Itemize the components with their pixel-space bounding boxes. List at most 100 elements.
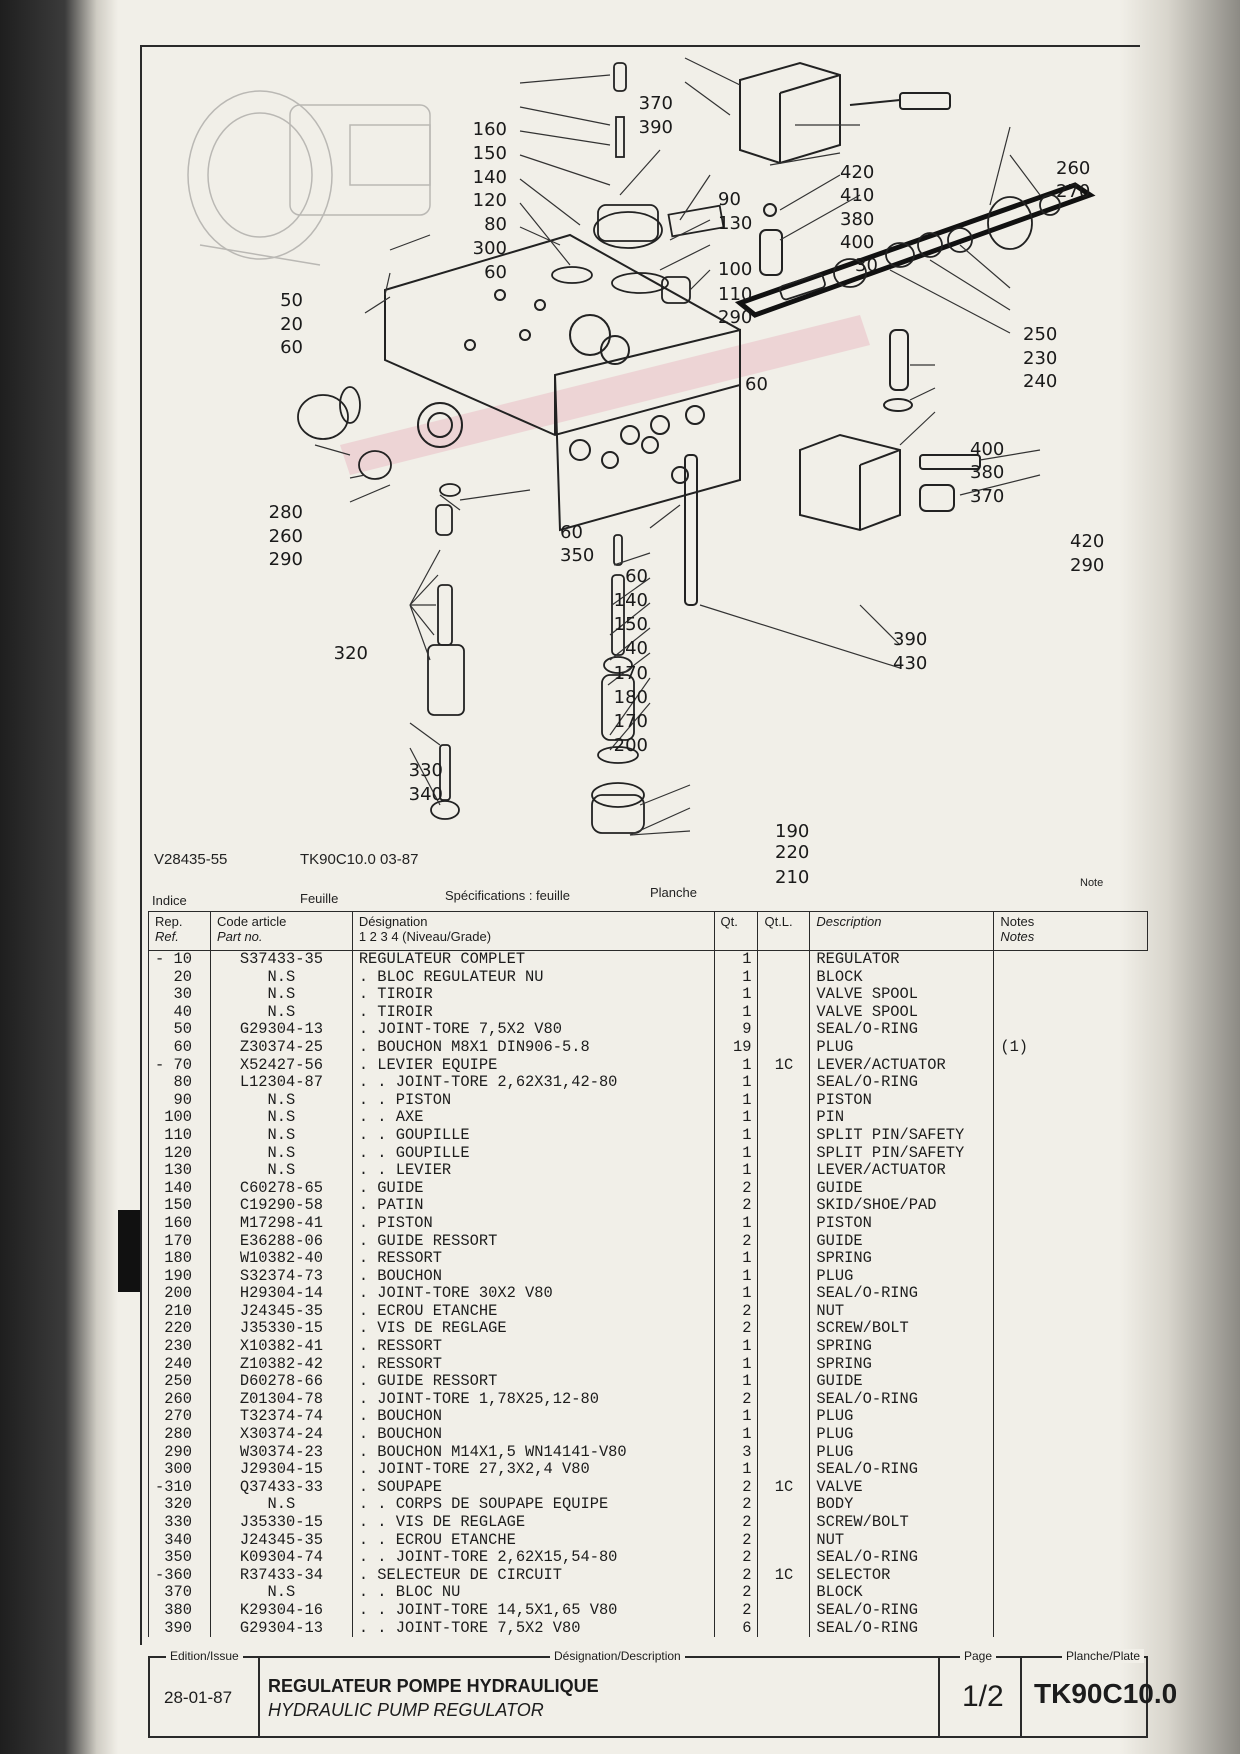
row-quantity-limit <box>757 1373 810 1391</box>
row-note <box>993 1320 1148 1339</box>
title-english: HYDRAULIC PUMP REGULATOR <box>268 1700 544 1720</box>
row-ref: 240 <box>148 1355 211 1374</box>
row-designation: . . GOUPILLE <box>351 1126 715 1145</box>
row-quantity: 1 <box>713 1214 758 1233</box>
row-quantity: 1 <box>713 1337 758 1356</box>
row-quantity: 1 <box>713 1091 758 1110</box>
col-notes-fr: Notes <box>1000 914 1035 929</box>
row-designation: . . JOINT-TORE 2,62X15,54-80 <box>351 1549 715 1567</box>
title-block-divider <box>1020 1658 1022 1736</box>
title-block: Edition/Issue 28-01-87 Désignation/Descr… <box>148 1649 1177 1738</box>
label-150: 150 <box>473 143 507 164</box>
row-description: SPRING <box>809 1355 994 1374</box>
label-60-b: 60 <box>745 374 768 395</box>
row-designation: . RESSORT <box>351 1355 715 1374</box>
row-note: (1) <box>993 1038 1148 1057</box>
label-20: 20 <box>280 314 303 335</box>
label-130: 130 <box>718 213 752 234</box>
row-quantity: 2 <box>713 1179 758 1198</box>
row-part-number: N.S <box>209 1496 353 1514</box>
lever-assembly <box>551 62 725 304</box>
row-note <box>993 1074 1148 1092</box>
row-part-number: J35330-15 <box>209 1513 353 1532</box>
row-description: PIN <box>809 1109 994 1127</box>
label-290-b: 290 <box>269 549 303 570</box>
row-designation: . GUIDE RESSORT <box>351 1232 715 1251</box>
row-ref: - 10 <box>148 950 211 969</box>
row-quantity: 1 <box>713 950 758 969</box>
row-designation: . JOINT-TORE 7,5X2 V80 <box>351 1021 715 1039</box>
designation-label: Désignation/Description <box>550 1649 685 1663</box>
row-note <box>993 1232 1148 1251</box>
row-designation: . . JOINT-TORE 14,5X1,65 V80 <box>351 1601 715 1620</box>
label-50: 50 <box>280 290 303 311</box>
label-320: 320 <box>334 643 368 664</box>
row-description: PLUG <box>809 1038 994 1057</box>
col-description: Description <box>809 911 995 951</box>
label-300: 300 <box>473 238 507 259</box>
row-part-number: N.S <box>209 1091 353 1110</box>
row-description: LEVER/ACTUATOR <box>809 1162 994 1180</box>
row-note <box>993 986 1148 1004</box>
row-quantity-limit <box>757 1443 810 1462</box>
row-note <box>993 1373 1148 1391</box>
row-ref: 30 <box>148 986 211 1004</box>
row-quantity: 1 <box>713 1461 758 1479</box>
pump-sketch <box>187 90 431 266</box>
row-quantity: 1 <box>713 1355 758 1374</box>
label-140-b: 140 <box>614 590 648 611</box>
row-part-number: N.S <box>209 1003 353 1022</box>
drawing-frame <box>140 45 1140 1645</box>
label-40: 40 <box>625 638 648 659</box>
row-note <box>993 1408 1148 1427</box>
row-ref: 130 <box>148 1162 211 1180</box>
row-quantity-limit <box>757 1021 810 1039</box>
row-part-number: D60278-66 <box>209 1373 353 1391</box>
row-designation: . BOUCHON M8X1 DIN906-5.8 <box>351 1038 715 1057</box>
row-description: NUT <box>809 1531 994 1550</box>
row-ref: 250 <box>148 1373 211 1391</box>
label-170-b: 170 <box>614 711 648 732</box>
row-ref: 50 <box>148 1021 211 1039</box>
row-quantity: 2 <box>713 1601 758 1620</box>
row-part-number: N.S <box>209 1109 353 1127</box>
label-330: 330 <box>409 760 443 781</box>
page-label: Page <box>960 1649 997 1663</box>
label-390-b: 390 <box>893 629 927 650</box>
row-part-number: S37433-35 <box>209 950 353 969</box>
label-220: 220 <box>775 842 809 863</box>
row-part-number: X10382-41 <box>209 1337 353 1356</box>
row-quantity-limit <box>757 1091 810 1110</box>
book-binding-shadow <box>0 0 118 1754</box>
row-ref: 300 <box>148 1461 211 1479</box>
label-200: 200 <box>614 735 648 756</box>
header-specs: Spécifications : feuille <box>445 888 571 903</box>
row-quantity-limit <box>757 1408 810 1427</box>
row-quantity-limit <box>757 1619 810 1638</box>
row-note <box>993 1566 1148 1585</box>
row-designation: . SOUPAPE <box>351 1478 715 1497</box>
row-ref: 60 <box>148 1038 211 1057</box>
row-quantity-limit: 1C <box>757 1478 810 1497</box>
row-part-number: T32374-74 <box>209 1408 353 1427</box>
row-description: VALVE SPOOL <box>809 986 994 1004</box>
row-part-number: J24345-35 <box>209 1302 353 1321</box>
row-note <box>993 1390 1148 1409</box>
row-note <box>993 1514 1148 1532</box>
row-ref: - 70 <box>148 1056 211 1075</box>
label-210: 210 <box>775 867 809 888</box>
row-quantity-limit <box>757 1338 810 1356</box>
row-description: PISTON <box>809 1091 994 1110</box>
row-part-number: X30374-24 <box>209 1425 353 1444</box>
